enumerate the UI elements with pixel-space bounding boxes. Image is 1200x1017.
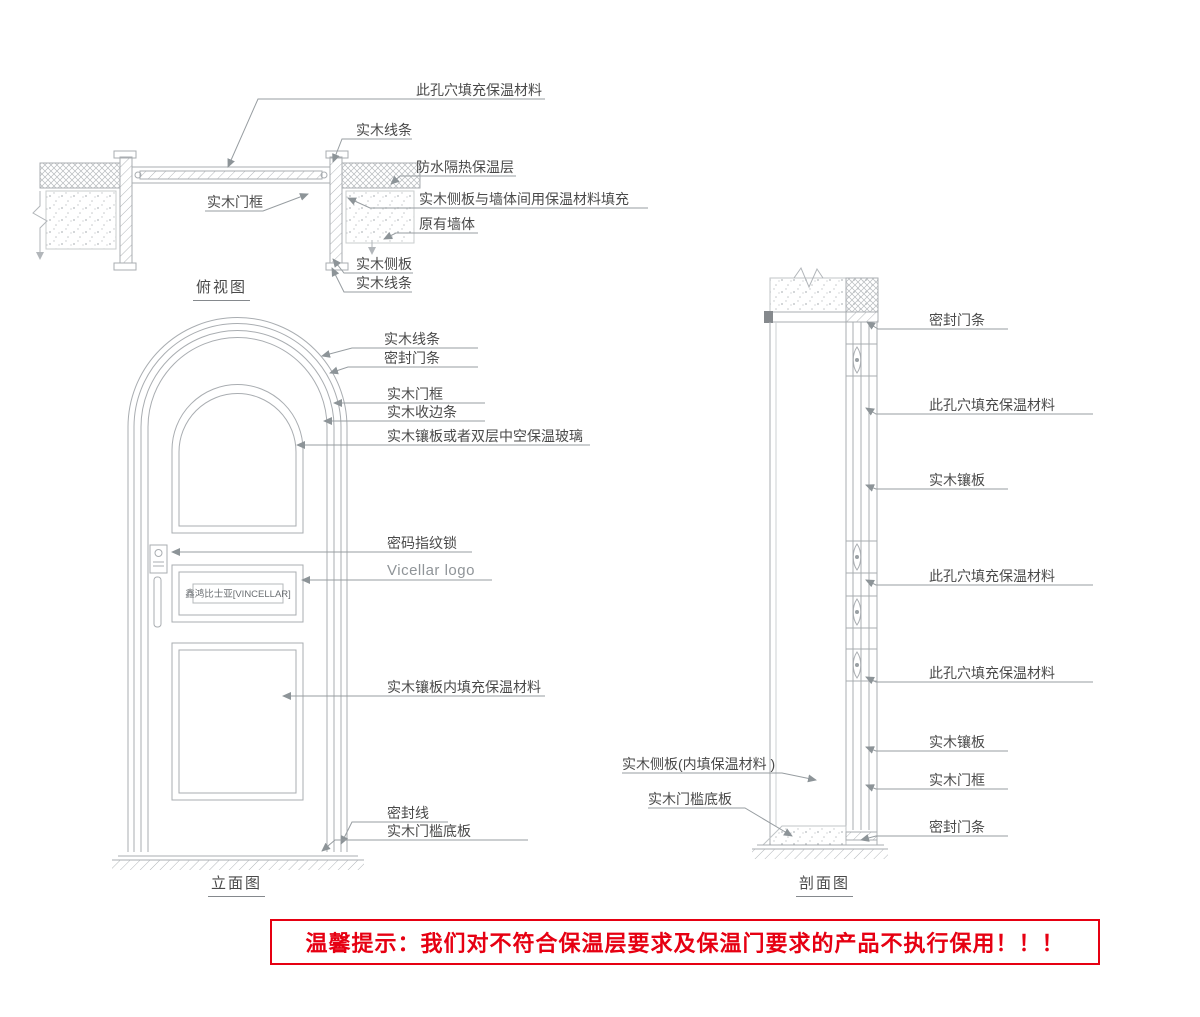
leader-lines bbox=[171, 98, 1093, 852]
label-elev-threshold: 实木门槛底板 bbox=[387, 823, 471, 839]
leader-line bbox=[340, 821, 448, 845]
leader-line bbox=[205, 193, 309, 212]
label-sect-cavity-1: 此孔穴填充保温材料 bbox=[929, 397, 1055, 413]
label-sect-panel-2: 实木镶板 bbox=[929, 734, 985, 750]
label-elev-seal-line: 密封线 bbox=[387, 805, 429, 821]
leader-line bbox=[332, 258, 413, 274]
label-topview-side-panel: 实木侧板 bbox=[356, 256, 412, 272]
label-sect-threshold: 实木门槛底板 bbox=[648, 791, 732, 807]
leader-line bbox=[866, 321, 1008, 330]
leader-line bbox=[347, 197, 648, 209]
label-elev-door-frame: 实木门框 bbox=[387, 386, 443, 402]
label-elev-seal-strip: 密封门条 bbox=[384, 350, 440, 366]
label-topview-cavity-fill: 此孔穴填充保温材料 bbox=[416, 82, 542, 98]
label-sect-cavity-3: 此孔穴填充保温材料 bbox=[929, 665, 1055, 681]
leader-line bbox=[331, 267, 412, 293]
section-title: 剖面图 bbox=[796, 872, 854, 897]
label-elev-fingerprint-lock: 密码指纹锁 bbox=[387, 535, 457, 551]
leader-line bbox=[329, 366, 478, 375]
label-topview-wood-trim-bottom: 实木线条 bbox=[356, 275, 412, 291]
leader-line bbox=[865, 579, 1093, 588]
label-topview-original-wall: 原有墙体 bbox=[419, 216, 475, 232]
label-topview-waterproof-layer: 防水隔热保温层 bbox=[416, 159, 514, 175]
section-drawing bbox=[752, 266, 888, 859]
leader-line bbox=[321, 347, 478, 358]
label-sect-side-panel: 实木侧板(内填保温材料 ) bbox=[622, 756, 776, 772]
label-elev-brand-logo: Vicellar logo bbox=[387, 562, 475, 579]
label-topview-door-frame: 实木门框 bbox=[207, 194, 263, 210]
elevation-drawing bbox=[112, 317, 364, 870]
warranty-warning-box: 温馨提示：我们对不符合保温层要求及保温门要求的产品不执行保用！！！ bbox=[270, 919, 1100, 965]
label-elev-edge-trim: 实木收边条 bbox=[387, 404, 457, 420]
label-sect-seal-top: 密封门条 bbox=[929, 312, 985, 328]
leader-line bbox=[865, 746, 1008, 754]
leader-line bbox=[622, 772, 817, 783]
warranty-warning-text: 温馨提示：我们对不符合保温层要求及保温门要求的产品不执行保用！！！ bbox=[305, 931, 1065, 956]
label-topview-wood-trim-top: 实木线条 bbox=[356, 122, 412, 138]
leader-line bbox=[332, 138, 412, 163]
leader-line bbox=[383, 231, 478, 240]
label-sect-panel-1: 实木镶板 bbox=[929, 472, 985, 488]
leader-line bbox=[648, 807, 793, 837]
leader-line bbox=[227, 98, 545, 168]
leader-line bbox=[860, 834, 1008, 842]
top-view-drawing bbox=[32, 150, 421, 271]
leader-line bbox=[865, 784, 1008, 792]
leader-line bbox=[865, 676, 1093, 685]
leader-line bbox=[390, 175, 516, 185]
top-view-title: 俯视图 bbox=[193, 276, 251, 301]
label-elev-wood-trim: 实木线条 bbox=[384, 331, 440, 347]
label-elev-panel-fill: 实木镶板内填充保温材料 bbox=[387, 679, 541, 695]
label-sect-cavity-2: 此孔穴填充保温材料 bbox=[929, 568, 1055, 584]
label-topview-side-panel-fill: 实木侧板与墙体间用保温材料填充 bbox=[419, 191, 629, 207]
label-sect-seal-bottom: 密封门条 bbox=[929, 819, 985, 835]
label-elev-panel-or-glass: 实木镶板或者双层中空保温玻璃 bbox=[387, 428, 583, 444]
label-sect-door-frame: 实木门框 bbox=[929, 772, 985, 788]
door-logo-text: 鑫鸿比士亚[VINCELLAR] bbox=[185, 588, 291, 600]
leader-line bbox=[321, 839, 528, 852]
elevation-title: 立面图 bbox=[208, 872, 266, 897]
leader-line bbox=[865, 484, 1008, 492]
leader-line bbox=[865, 407, 1093, 416]
